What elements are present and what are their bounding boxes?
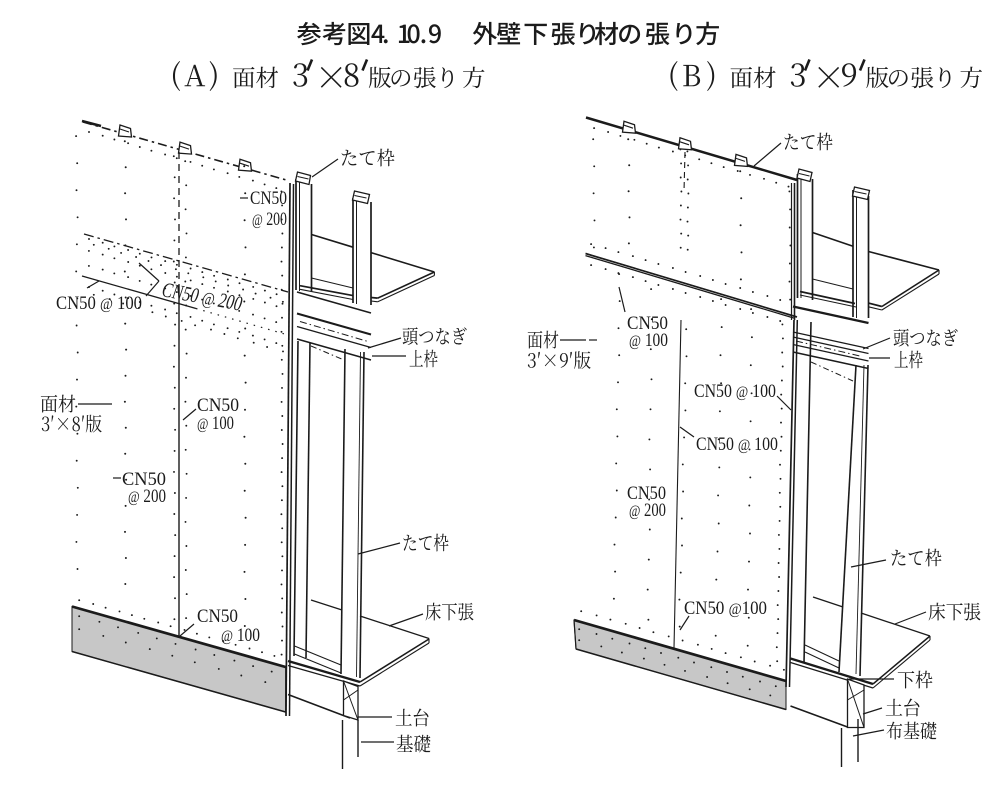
- svg-text:@ 200: @ 200: [629, 500, 666, 521]
- svg-text:@ 200: @ 200: [252, 209, 287, 230]
- svg-text:CN50: CN50: [627, 483, 666, 504]
- svg-text:CN50 @ 100: CN50 @ 100: [56, 293, 142, 314]
- svg-text:@ 100: @ 100: [197, 413, 234, 434]
- svg-text:CN50: CN50: [197, 395, 239, 416]
- svg-text:CN50 @100: CN50 @100: [684, 598, 767, 619]
- svg-text:@ 100: @ 100: [629, 330, 668, 351]
- svg-text:@ 100: @ 100: [221, 625, 260, 646]
- svg-text:CN50: CN50: [627, 313, 668, 334]
- svg-text:CN50 @ 100: CN50 @ 100: [694, 381, 776, 402]
- svg-text:CN50: CN50: [250, 188, 287, 209]
- svg-text:@ 200: @ 200: [128, 486, 166, 507]
- svg-text:CN50 @ 100: CN50 @ 100: [696, 434, 778, 455]
- svg-text:CN50: CN50: [197, 606, 238, 627]
- svg-text:CN50: CN50: [122, 469, 166, 490]
